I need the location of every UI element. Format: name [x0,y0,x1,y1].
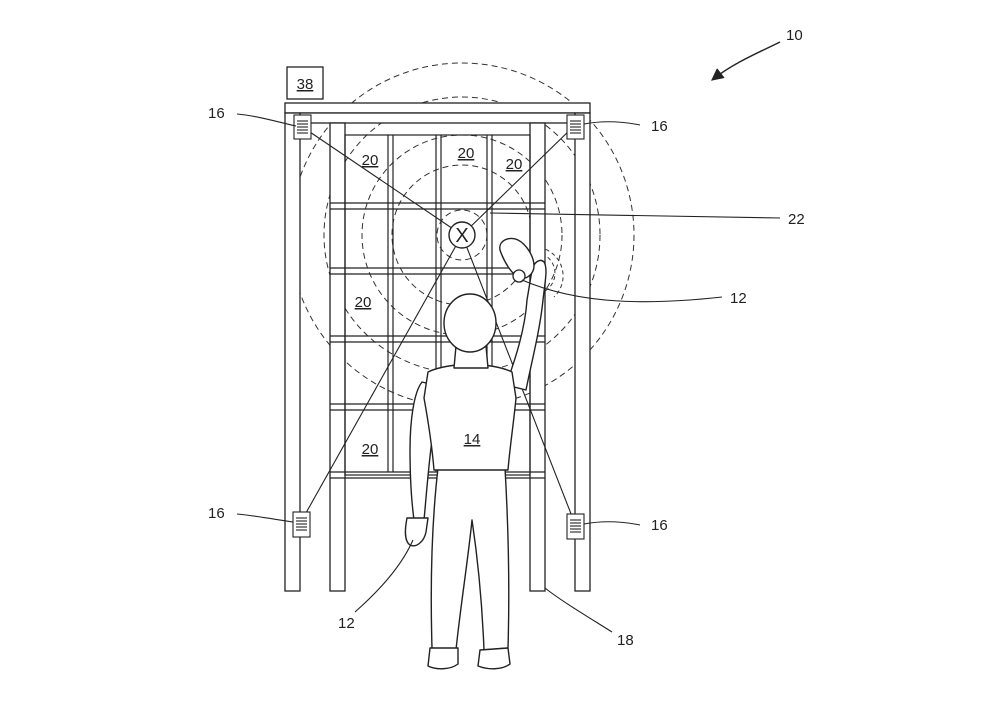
ref-label-user: 14 [464,431,481,448]
sensor-bottom-right [566,513,585,540]
system-arrow [711,41,781,81]
bin-label: 20 [362,441,379,458]
bin-labels: 20 20 20 20 20 [355,145,523,458]
ref-label-sensor-bottom-left: 16 [208,505,225,522]
sensor-devices [292,114,585,540]
ref-label-target: 22 [788,211,805,228]
wearable-device-raised [512,269,526,283]
ref-label-wearable-raised: 12 [730,290,747,307]
bin-label: 20 [362,152,379,169]
sensor-top-left [293,114,312,140]
ref-label-sensor-bottom-right: 16 [651,517,668,534]
bin-label: 20 [506,156,523,173]
bin-label: 20 [458,145,475,162]
target-x-mark: X [455,225,468,247]
controller-box [286,66,324,100]
sensor-top-right [566,114,585,140]
ref-label-sensor-top-left: 16 [208,105,225,122]
ref-label-sensor-top-right: 16 [651,118,668,135]
bin-label: 20 [355,294,372,311]
shelving-unit [284,102,591,592]
ref-label-wearable-lower: 12 [338,615,355,632]
sensor-bottom-left [292,511,311,538]
ref-label-controller: 38 [297,76,314,93]
leader-lines [236,113,781,633]
user-figure [404,237,547,670]
ref-label-system: 10 [786,27,803,44]
ref-label-shelving: 18 [617,632,634,649]
target-location: X [448,221,476,249]
signal-ring [323,96,601,374]
